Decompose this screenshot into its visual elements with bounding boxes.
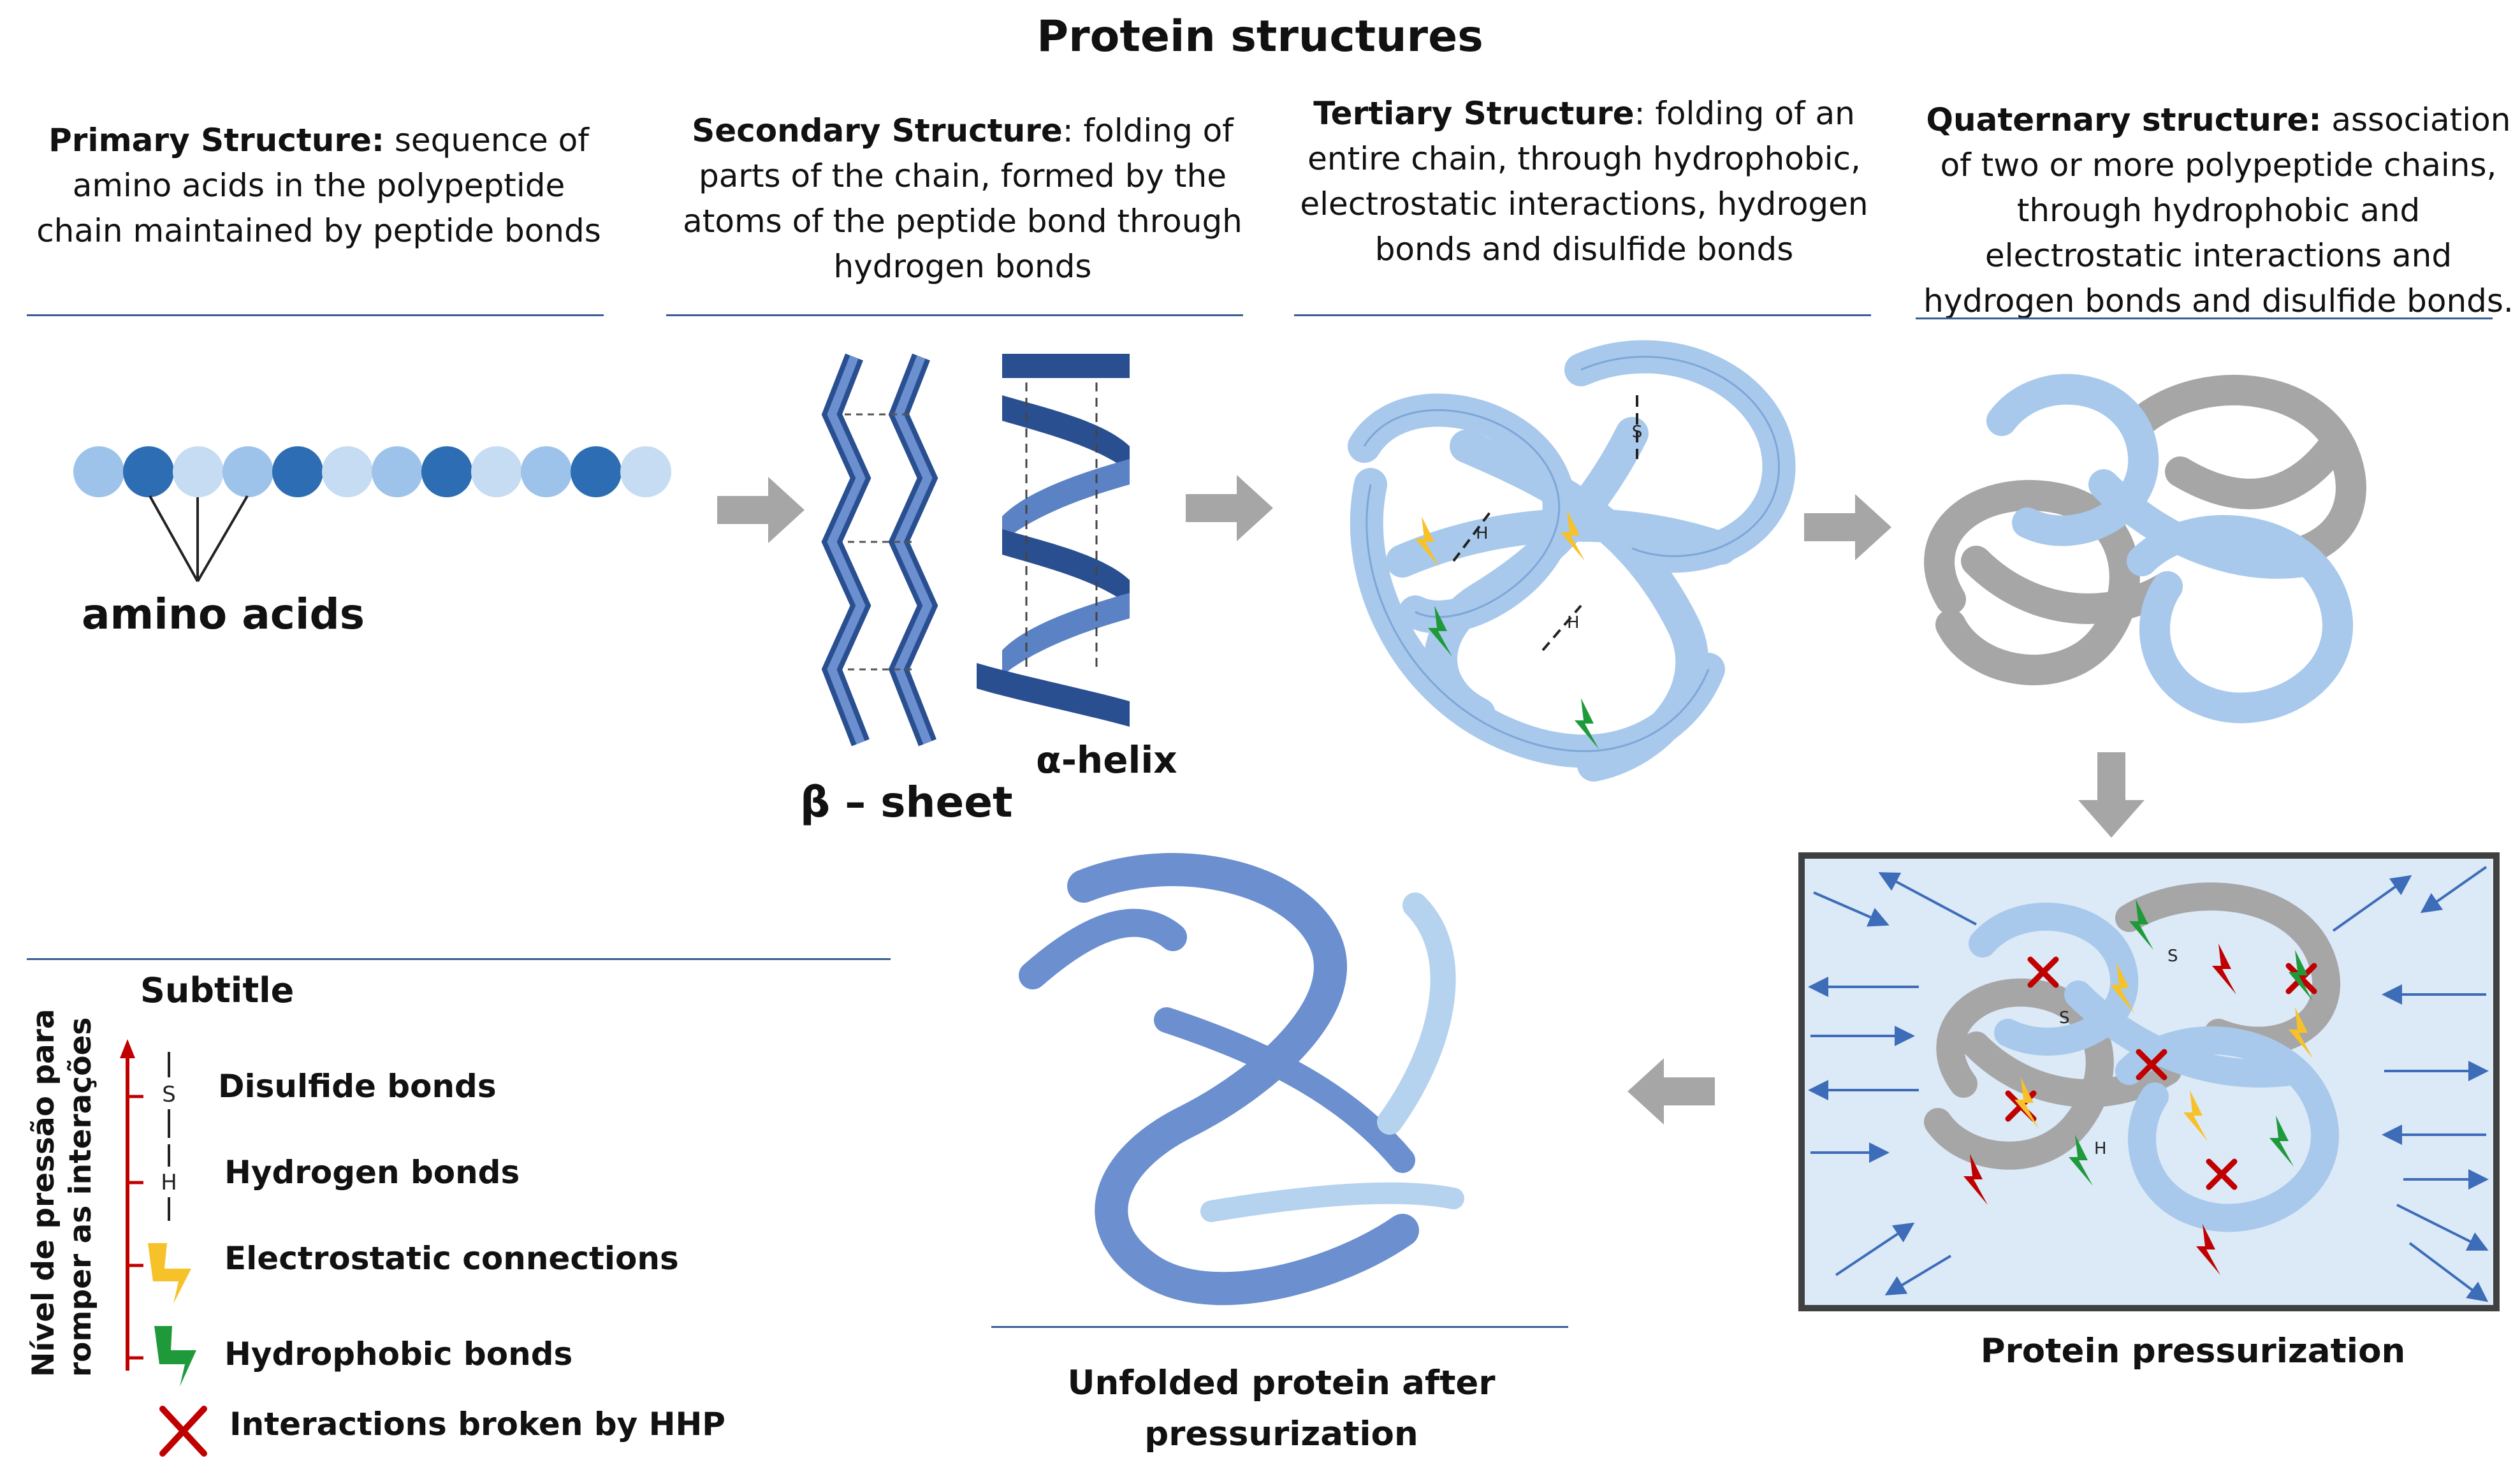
primary-text: sequence of amino acids in the polypepti… bbox=[36, 122, 601, 249]
pressurization-caption: Protein pressurization bbox=[1980, 1332, 2406, 1371]
legend-item-disulfide: Disulfide bonds bbox=[218, 1068, 497, 1105]
legend-divider bbox=[27, 958, 891, 960]
red-x-icon bbox=[2027, 956, 2059, 988]
amino-acid-bead bbox=[372, 446, 423, 497]
primary-structure-description: Primary Structure: sequence of amino aci… bbox=[25, 118, 612, 254]
secondary-text: : folding of parts of the chain, formed … bbox=[683, 112, 1242, 285]
tertiary-divider bbox=[1294, 314, 1871, 316]
hydrogen-mark: H bbox=[1476, 524, 1489, 543]
amino-acid-bead bbox=[173, 446, 224, 497]
beta-sheet-graphic bbox=[821, 353, 938, 747]
amino-acid-bead bbox=[471, 446, 522, 497]
legend-item-electrostatic: Electrostatic connections bbox=[224, 1240, 679, 1277]
hydrogen-mark: H bbox=[1567, 613, 1580, 632]
amino-acids-label: amino acids bbox=[82, 590, 365, 639]
amino-acid-chain bbox=[73, 446, 671, 583]
red-x-icon bbox=[159, 1406, 207, 1457]
pressurized-bond-markers: S S H bbox=[1963, 899, 2313, 1275]
amino-acid-bead bbox=[521, 446, 572, 497]
quaternary-structure-graphic bbox=[1924, 374, 2366, 724]
red-lightning-icon bbox=[2196, 1224, 2220, 1275]
quaternary-structure-description: Quaternary structure: association of two… bbox=[1919, 98, 2518, 324]
red-x-icon bbox=[2285, 963, 2317, 994]
beta-sheet-label: β – sheet bbox=[800, 778, 1013, 827]
legend-graphics: S H bbox=[120, 1039, 207, 1457]
disulfide-mark: S bbox=[2167, 947, 2178, 966]
green-lightning-icon bbox=[2129, 899, 2153, 950]
secondary-heading: Secondary Structure bbox=[692, 112, 1063, 149]
amino-acid-bead bbox=[620, 446, 671, 497]
disulfide-mark: S bbox=[1632, 423, 1643, 442]
tertiary-text: : folding of an entire chain, through hy… bbox=[1300, 95, 1868, 268]
legend-item-hydrogen: Hydrogen bonds bbox=[224, 1154, 520, 1191]
red-lightning-icon bbox=[2212, 943, 2236, 994]
red-x-icon bbox=[2136, 1049, 2167, 1081]
amino-acid-bead bbox=[222, 446, 273, 497]
red-lightning-icon bbox=[1963, 1154, 1988, 1205]
pressure-level-axis-label: Nível de pressão para romper as interaçõ… bbox=[25, 1009, 99, 1377]
pressure-level-line-2: romper as interações bbox=[63, 1017, 98, 1377]
yellow-lightning-icon bbox=[1415, 516, 1439, 567]
amino-acid-bead bbox=[322, 446, 373, 497]
arrow-right-icon bbox=[1186, 475, 1273, 541]
arrow-up-icon bbox=[120, 1039, 135, 1058]
arrow-right-icon bbox=[717, 477, 805, 543]
quaternary-divider bbox=[1916, 317, 2493, 319]
yellow-lightning-icon bbox=[2183, 1090, 2208, 1141]
quaternary-text: association of two or more polypeptide c… bbox=[1923, 101, 2514, 319]
green-lightning-icon bbox=[2069, 1135, 2093, 1186]
tertiary-structure-graphic bbox=[1348, 340, 1796, 782]
red-x-icon bbox=[2206, 1158, 2238, 1190]
pressure-level-line-1: Nível de pressão para bbox=[26, 1009, 61, 1377]
unfolded-divider bbox=[991, 1326, 1568, 1328]
green-lightning-icon bbox=[1575, 698, 1599, 749]
quaternary-heading: Quaternary structure: bbox=[1926, 101, 2322, 138]
disulfide-mark: S bbox=[2059, 1009, 2070, 1028]
disulfide-bond-icon: S bbox=[162, 1052, 176, 1138]
green-lightning-icon bbox=[154, 1326, 196, 1387]
yellow-lightning-icon bbox=[2289, 1007, 2313, 1058]
hydrogen-mark: H bbox=[161, 1170, 177, 1195]
amino-acid-bead bbox=[272, 446, 323, 497]
alpha-helix-graphic bbox=[977, 354, 1130, 727]
arrow-left-icon bbox=[1628, 1058, 1715, 1125]
hydrogen-bond-icon: H bbox=[161, 1144, 177, 1221]
green-lightning-icon bbox=[2289, 950, 2313, 1001]
legend-item-broken-interactions: Interactions broken by HHP bbox=[229, 1406, 725, 1443]
disulfide-mark: S bbox=[162, 1082, 176, 1107]
primary-divider bbox=[27, 314, 604, 316]
green-lightning-icon bbox=[1428, 606, 1452, 657]
yellow-lightning-icon bbox=[148, 1243, 191, 1304]
hydrogen-mark: H bbox=[2094, 1139, 2107, 1158]
flow-arrows bbox=[717, 475, 2145, 1125]
unfolded-protein-graphic bbox=[1019, 853, 1464, 1306]
alpha-helix-label: α-helix bbox=[1036, 738, 1177, 782]
amino-acid-bead bbox=[123, 446, 174, 497]
yellow-lightning-icon bbox=[2110, 963, 2134, 1014]
pressurization-box: S S H bbox=[1798, 852, 2500, 1311]
yellow-lightning-icon bbox=[2014, 1077, 2039, 1128]
tertiary-bond-markers: S H H bbox=[1415, 395, 1642, 749]
unfolded-caption: Unfolded protein after pressurization bbox=[1067, 1364, 1496, 1454]
tertiary-structure-description: Tertiary Structure: folding of an entire… bbox=[1285, 91, 1884, 272]
green-lightning-icon bbox=[2269, 1116, 2294, 1167]
arrow-right-icon bbox=[1804, 494, 1891, 560]
legend-title: Subtitle bbox=[140, 970, 295, 1010]
secondary-structure-description: Secondary Structure: folding of parts of… bbox=[666, 108, 1259, 289]
amino-acid-bead bbox=[571, 446, 622, 497]
legend-item-hydrophobic: Hydrophobic bonds bbox=[224, 1336, 573, 1373]
amino-acid-bead bbox=[73, 446, 124, 497]
secondary-divider bbox=[666, 314, 1243, 316]
arrow-down-icon bbox=[2078, 752, 2145, 838]
diagram-title: Protein structures bbox=[1037, 11, 1483, 62]
tertiary-heading: Tertiary Structure bbox=[1313, 95, 1635, 132]
amino-acid-bead bbox=[421, 446, 472, 497]
primary-heading: Primary Structure: bbox=[48, 122, 384, 159]
yellow-lightning-icon bbox=[1561, 510, 1585, 561]
